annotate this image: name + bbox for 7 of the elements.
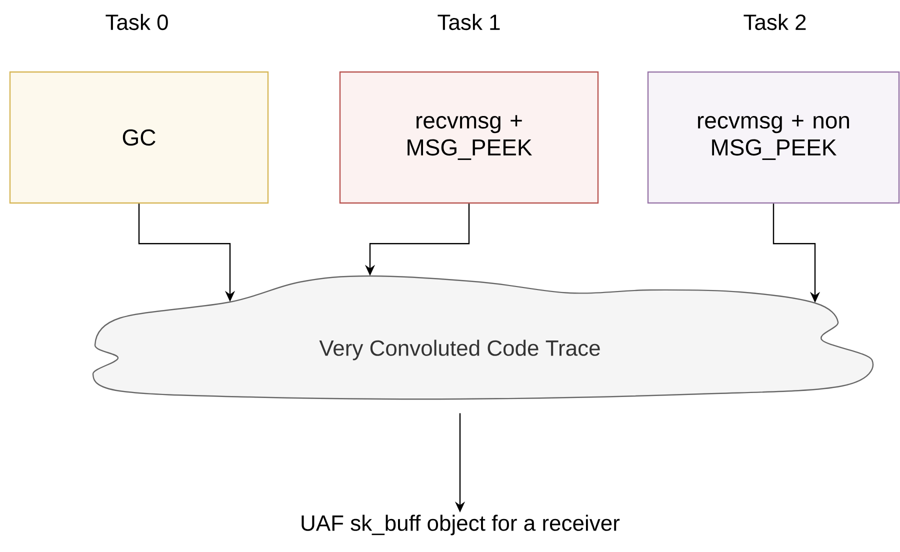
process-box: GC <box>9 71 269 204</box>
task-heading: Task 2 <box>744 14 806 30</box>
task-heading: Task 0 <box>106 14 168 30</box>
process-box: recvmsg + MSG_PEEK <box>339 71 599 204</box>
result-text: UAF sk_buff object for a receiver <box>302 514 620 536</box>
task-heading: Task 1 <box>438 14 500 30</box>
process-box: recvmsg + non MSG_PEEK <box>647 71 900 204</box>
